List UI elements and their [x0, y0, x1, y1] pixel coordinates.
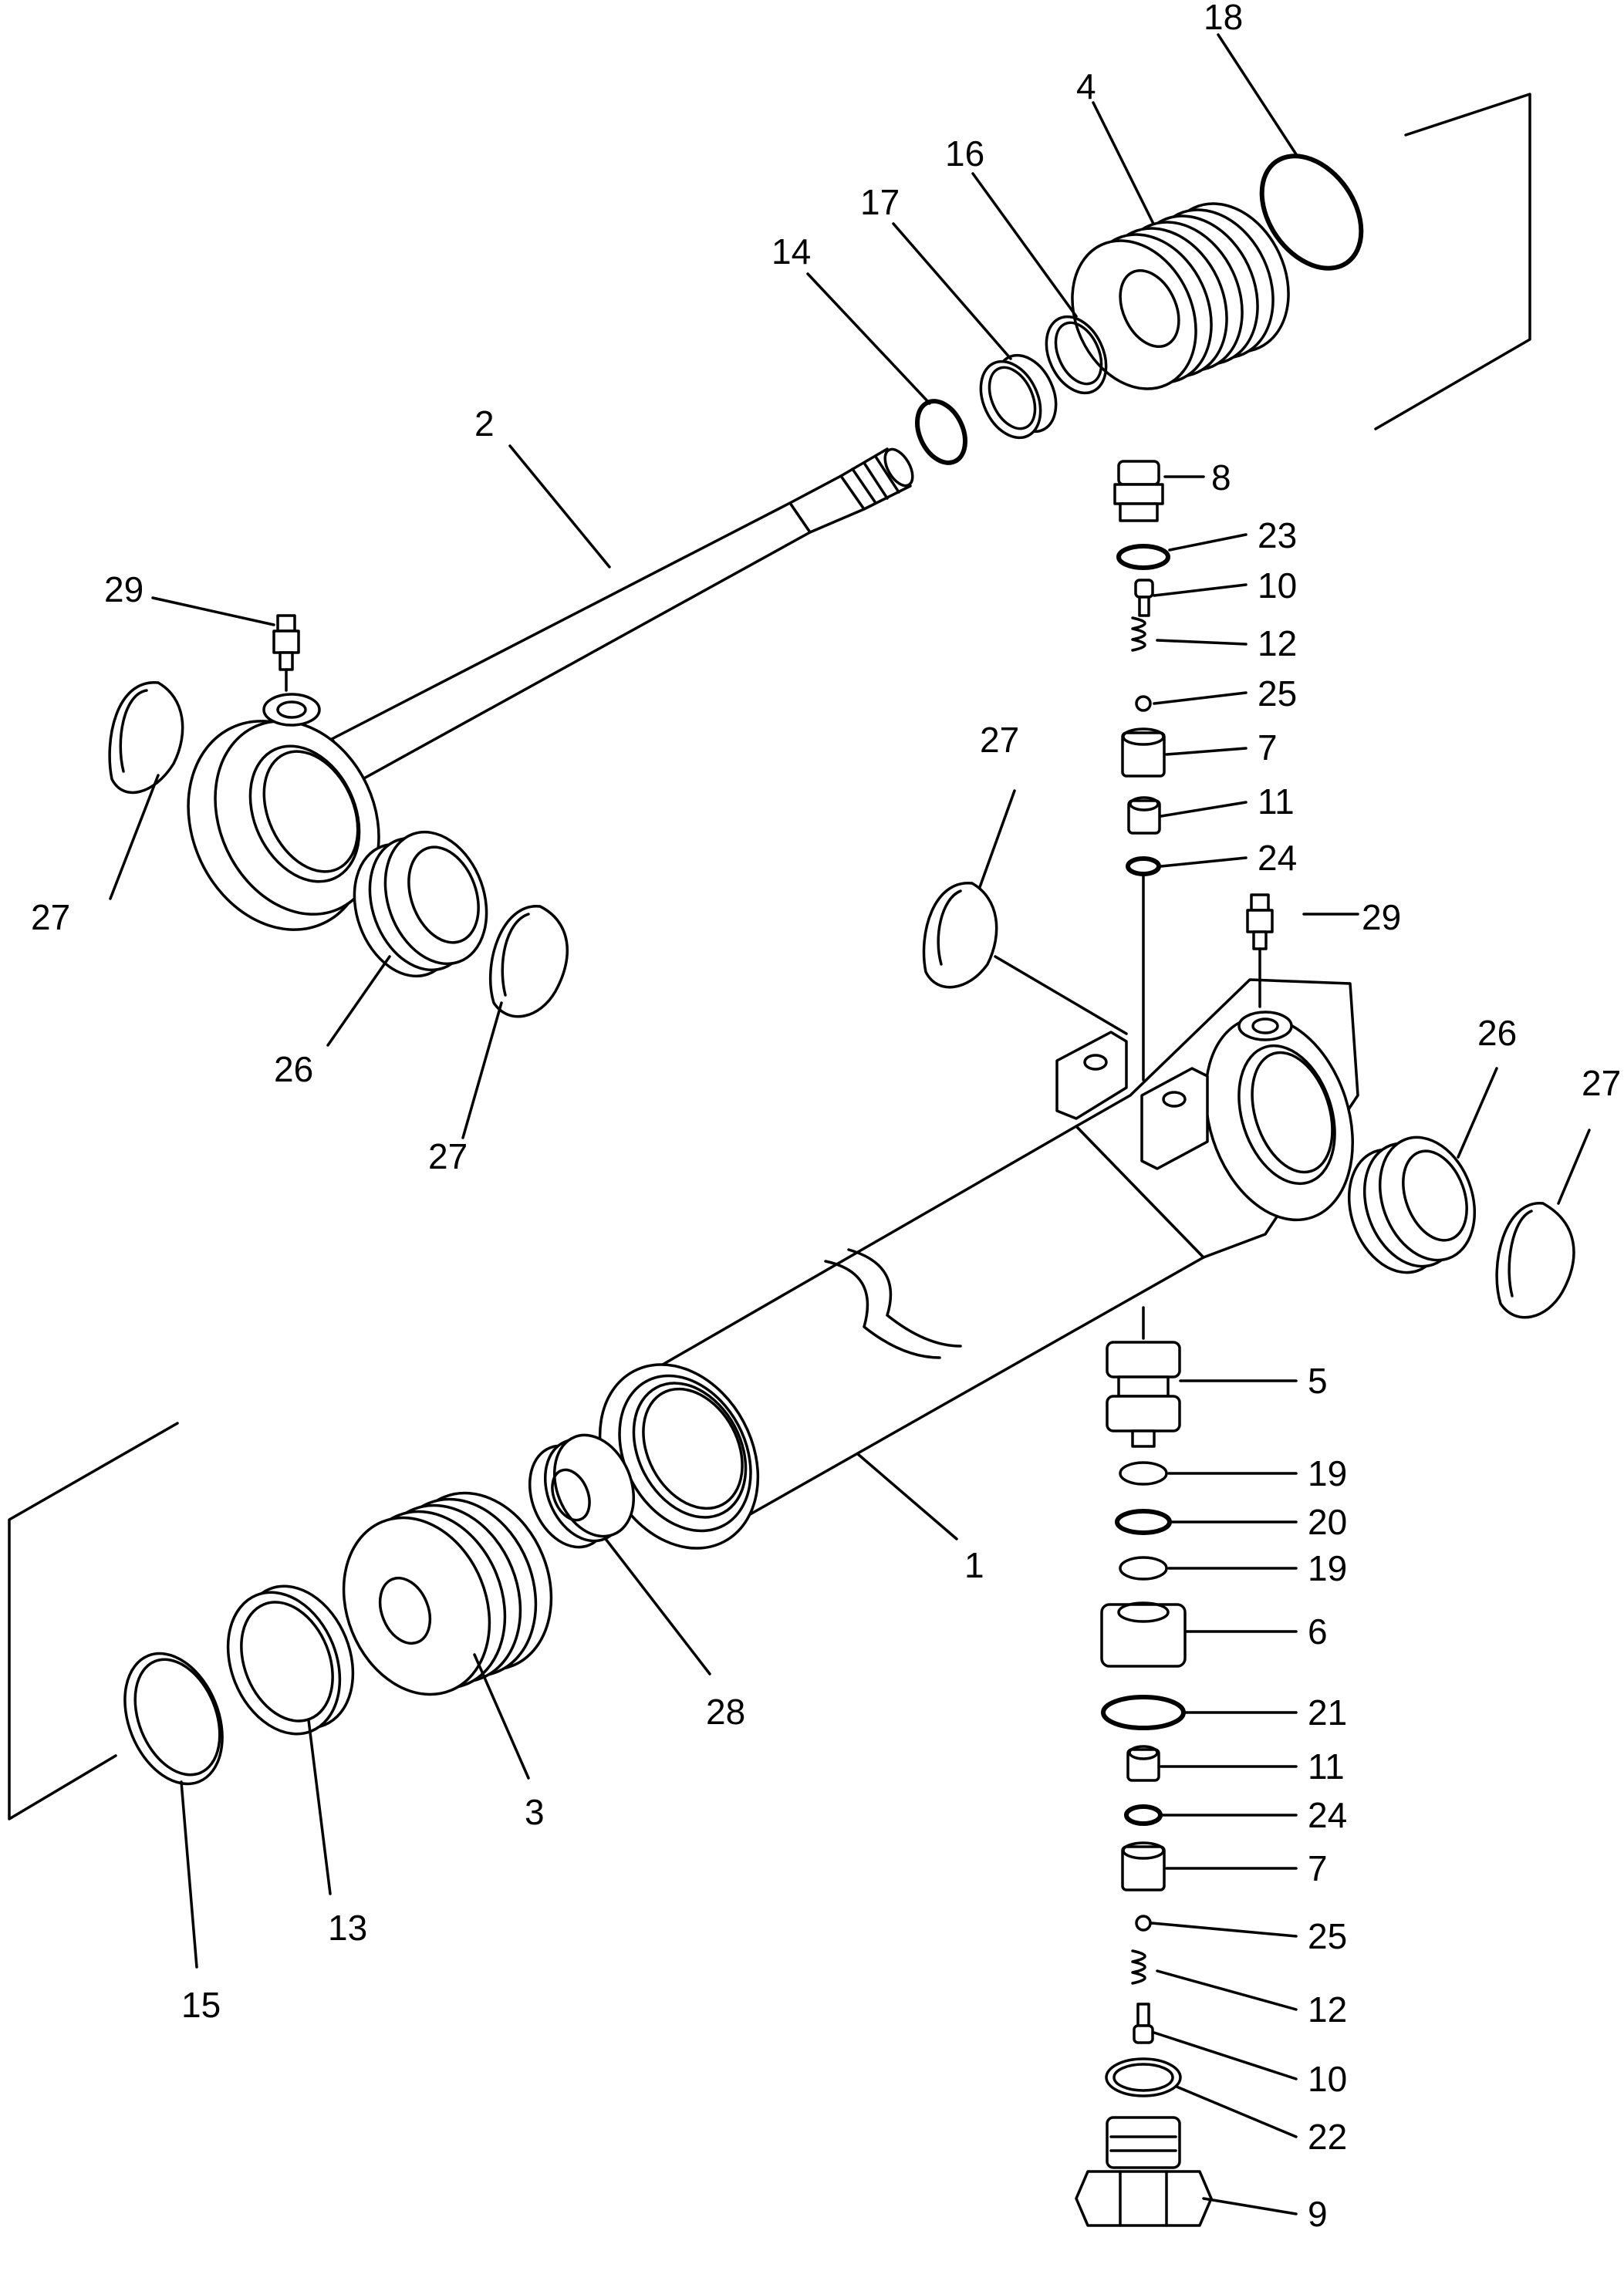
- callout-21: 21: [1308, 1692, 1347, 1733]
- callout-18: 18: [1204, 0, 1243, 37]
- ring-13: [226, 1584, 355, 1736]
- callout-28: 28: [706, 1692, 745, 1732]
- callout-9: 9: [1308, 2194, 1328, 2234]
- callout-27-center: 27: [980, 720, 1019, 760]
- cylinder-head: [1071, 202, 1290, 390]
- ring-17: [979, 353, 1058, 440]
- callout-17: 17: [860, 182, 900, 222]
- callout-29-left: 29: [104, 569, 143, 609]
- callout-19-lower: 19: [1308, 1548, 1347, 1588]
- callout-7-lower: 7: [1308, 1848, 1328, 1888]
- callout-11-upper: 11: [1258, 781, 1295, 822]
- callout-6: 6: [1308, 1611, 1328, 1652]
- callout-20: 20: [1308, 1502, 1347, 1542]
- lower-valve-stack: [1075, 1306, 1213, 2227]
- callout-24-upper: 24: [1258, 838, 1297, 878]
- callout-labels: 18 4 16 17 14 2 29 27 26 27 27 29 26 27 …: [31, 0, 1621, 2234]
- ring-16: [1045, 315, 1108, 395]
- callout-10-lower: 10: [1308, 2059, 1347, 2099]
- callout-2: 2: [474, 403, 495, 444]
- upper-valve-stack: [1113, 460, 1170, 1082]
- callout-10-upper: 10: [1258, 565, 1297, 606]
- snap-ring-27-center: [922, 882, 998, 989]
- callout-27-right: 27: [1582, 1063, 1621, 1103]
- upper-right-bracket: [1374, 93, 1531, 430]
- callout-4: 4: [1076, 66, 1096, 106]
- grease-fitting-29-left: [272, 614, 300, 692]
- lower-left-bracket: [8, 1422, 179, 1821]
- callout-22: 22: [1308, 2117, 1347, 2157]
- snap-ring-27-left-outer: [108, 681, 184, 795]
- callout-12-lower: 12: [1308, 1989, 1347, 2030]
- callout-23: 23: [1258, 515, 1297, 555]
- bushing-26-left: [353, 830, 488, 978]
- o-ring-14: [915, 399, 967, 465]
- callout-19-upper: 19: [1308, 1453, 1347, 1493]
- callout-12-upper: 12: [1258, 623, 1297, 663]
- nut-28: [528, 1433, 636, 1549]
- callout-11-lower: 11: [1308, 1746, 1345, 1787]
- callout-27-left-inner: 27: [428, 1136, 468, 1176]
- callout-3: 3: [525, 1792, 545, 1832]
- piston-3: [342, 1491, 553, 1696]
- callout-29-right: 29: [1362, 897, 1401, 937]
- piston-rod: [330, 447, 914, 781]
- callout-26-right: 26: [1477, 1013, 1517, 1053]
- callout-7-upper: 7: [1258, 727, 1278, 768]
- callout-5: 5: [1308, 1361, 1328, 1401]
- snap-ring-27-left-inner: [488, 905, 569, 1018]
- snap-ring-27-right: [1495, 1202, 1575, 1319]
- callout-25-lower: 25: [1308, 1916, 1347, 1956]
- bushing-26-right: [1347, 1136, 1477, 1274]
- callout-27-left-outer: 27: [31, 897, 70, 937]
- callout-8: 8: [1211, 457, 1231, 498]
- o-ring-18: [1259, 154, 1364, 271]
- ring-15: [123, 1652, 224, 1786]
- grease-fitting-29-right: [1246, 893, 1274, 1008]
- callout-26-left: 26: [274, 1049, 313, 1089]
- callout-24-lower: 24: [1308, 1795, 1347, 1835]
- cylinder-tube: [598, 978, 1359, 1550]
- rod-eye: [187, 693, 380, 931]
- leader-lines: [109, 33, 1591, 2215]
- callout-13: 13: [328, 1908, 367, 1948]
- callout-25-upper: 25: [1258, 673, 1297, 714]
- callout-1: 1: [964, 1545, 984, 1585]
- callout-15: 15: [181, 1985, 221, 2025]
- callout-16: 16: [945, 133, 984, 174]
- callout-14: 14: [771, 231, 811, 272]
